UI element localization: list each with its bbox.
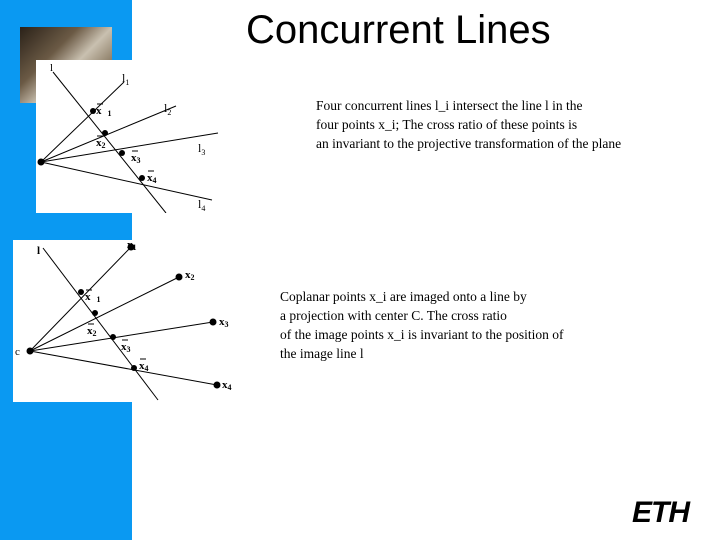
line-l4 <box>40 161 213 201</box>
eth-logo: ETH <box>632 496 690 529</box>
point-x1 <box>90 108 96 114</box>
ray-1 <box>29 246 132 352</box>
line-l <box>52 71 167 214</box>
world-x2-label: x2 <box>185 269 195 282</box>
ray-3 <box>29 321 214 352</box>
image-point-x3 <box>110 334 116 340</box>
description-line-1: Four concurrent lines l_i intersect the … <box>316 98 583 113</box>
world-point-x4 <box>213 381 221 389</box>
line-l3 <box>40 132 219 163</box>
concurrent-lines-description: Four concurrent lines l_i intersect the … <box>316 96 711 153</box>
image-line-label: l <box>37 245 40 257</box>
center-label: c <box>15 346 20 358</box>
world-point-x2 <box>175 273 183 281</box>
world-point-x1 <box>127 243 135 251</box>
concurrency-point <box>37 158 45 166</box>
projection-line-2: a projection with center C. The cross ra… <box>280 308 507 323</box>
image-point-x4 <box>131 365 137 371</box>
line-l1-label: l1 <box>122 71 129 87</box>
image-x4-label: x4 <box>139 360 149 373</box>
world-x4-label: x4 <box>222 379 232 392</box>
description-line-3: an invariant to the projective transform… <box>316 136 622 151</box>
ray-4 <box>29 350 218 386</box>
point-x3 <box>119 150 125 156</box>
image-point-x1 <box>78 289 84 295</box>
point-x3-label: x3 <box>131 152 141 165</box>
image-x3-label: x3 <box>121 341 131 354</box>
image-point-x2 <box>92 310 98 316</box>
projection-description: Coplanar points x_i are imaged onto a li… <box>280 287 675 363</box>
description-line-2: four points x_i; The cross ratio of thes… <box>316 117 578 132</box>
world-point-x3 <box>209 318 217 326</box>
projection-line-4: the image line l <box>280 346 364 361</box>
point-x2-label: x2 <box>96 137 106 150</box>
line-l3-label: l3 <box>198 141 205 157</box>
point-x4 <box>139 175 145 181</box>
world-x1-label: x1 <box>127 240 137 252</box>
world-x3-label: x3 <box>219 316 229 329</box>
line-l-label: l <box>50 62 53 74</box>
line-l4-label: l4 <box>198 197 205 213</box>
line-l2-label: l2 <box>164 101 171 117</box>
line-l2 <box>40 105 177 163</box>
slide-title: Concurrent Lines <box>246 8 551 52</box>
ray-2 <box>29 276 180 352</box>
line-l1 <box>40 81 125 163</box>
point-x4-label: x4 <box>147 172 157 185</box>
projection-line-3: of the image points x_i is invariant to … <box>280 327 564 342</box>
image-line-l <box>42 247 159 401</box>
image-x2-label: x2 <box>87 325 97 338</box>
point-x2 <box>102 130 108 136</box>
projection-line-1: Coplanar points x_i are imaged onto a li… <box>280 289 527 304</box>
projection-center <box>26 347 34 355</box>
